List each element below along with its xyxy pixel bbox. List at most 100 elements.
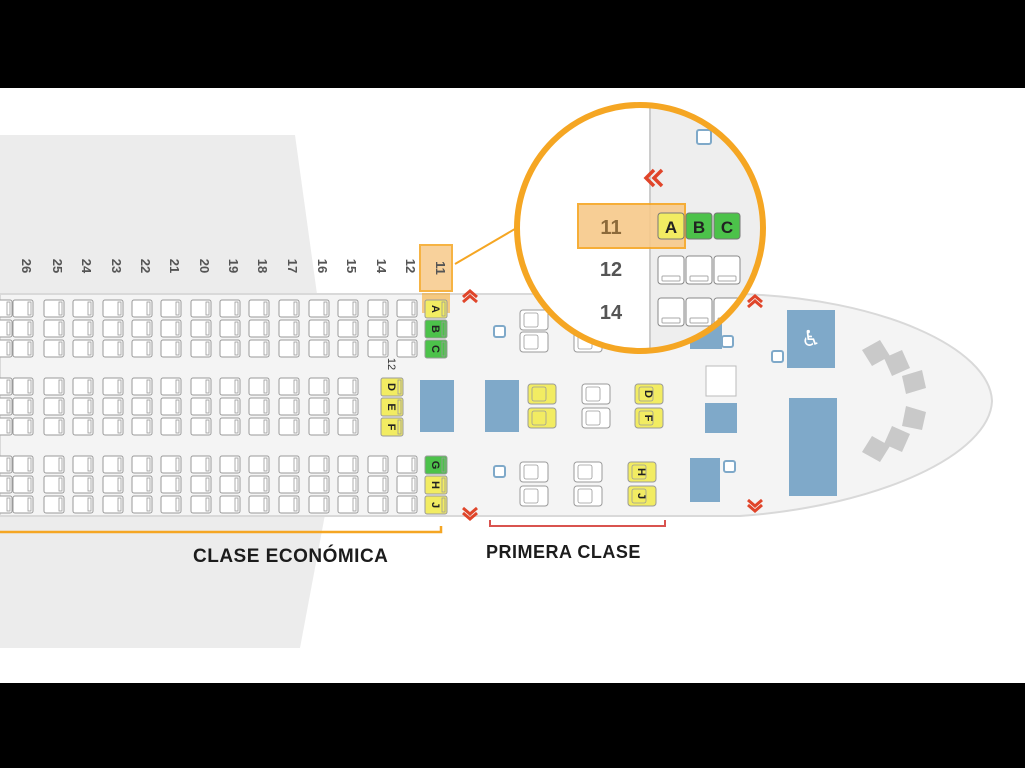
seat-econ-11-0-2[interactable] xyxy=(308,339,330,358)
first-seat-middle-0[interactable] xyxy=(527,383,557,405)
seat-econ-2-0-2[interactable] xyxy=(43,339,65,358)
seat-econ-5-2-1[interactable] xyxy=(131,475,153,494)
seat-econ-10-1-1[interactable] xyxy=(278,397,300,416)
zoom-seat-A[interactable]: A xyxy=(657,212,685,240)
first-seat-lower-2[interactable] xyxy=(573,461,603,483)
seat-econ-11-1-0[interactable] xyxy=(308,377,330,396)
seat-econ-6-0-1[interactable] xyxy=(160,319,182,338)
seat-econ-3-2-1[interactable] xyxy=(72,475,94,494)
seat-econ-13-0-0[interactable] xyxy=(367,299,389,318)
seat-econ-1-2-0[interactable] xyxy=(12,455,34,474)
seat-econ-13-2-2[interactable] xyxy=(367,495,389,514)
seat-econ-8-0-0[interactable] xyxy=(219,299,241,318)
seat-econ-5-1-0[interactable] xyxy=(131,377,153,396)
seat-econ-12-0-0[interactable] xyxy=(337,299,359,318)
seat-row12-3[interactable] xyxy=(396,455,418,474)
seat-econ-2-1-2[interactable] xyxy=(43,417,65,436)
seat-econ-4-1-2[interactable] xyxy=(102,417,124,436)
seat-econ-11-1-2[interactable] xyxy=(308,417,330,436)
seat-econ-12-2-2[interactable] xyxy=(337,495,359,514)
seat-econ-6-2-2[interactable] xyxy=(160,495,182,514)
zoom-empty-seat-0-2[interactable] xyxy=(713,255,741,285)
seat-econ-8-1-1[interactable] xyxy=(219,397,241,416)
zoom-seat-C[interactable]: C xyxy=(713,212,741,240)
seat-econ-0-0-1[interactable] xyxy=(0,319,13,338)
zoom-empty-seat-1-1[interactable] xyxy=(685,297,713,327)
seat-econ-12-1-1[interactable] xyxy=(337,397,359,416)
seat-econ-2-0-1[interactable] xyxy=(43,319,65,338)
seat-econ-2-2-2[interactable] xyxy=(43,495,65,514)
seat-econ-9-2-2[interactable] xyxy=(248,495,270,514)
seat-econ-6-1-1[interactable] xyxy=(160,397,182,416)
seat-econ-8-1-0[interactable] xyxy=(219,377,241,396)
seat-econ-9-1-2[interactable] xyxy=(248,417,270,436)
seat-econ-9-1-0[interactable] xyxy=(248,377,270,396)
seat-econ-9-0-0[interactable] xyxy=(248,299,270,318)
zoom-empty-seat-0-1[interactable] xyxy=(685,255,713,285)
seat-econ-3-1-1[interactable] xyxy=(72,397,94,416)
seat-econ-1-2-1[interactable] xyxy=(12,475,34,494)
seat-econ-7-1-1[interactable] xyxy=(190,397,212,416)
seat-row12-2[interactable] xyxy=(396,339,418,358)
seat-econ-5-2-2[interactable] xyxy=(131,495,153,514)
seat-econ-4-2-2[interactable] xyxy=(102,495,124,514)
first-seat-middle-2[interactable] xyxy=(581,383,611,405)
seat-row12-1[interactable] xyxy=(396,319,418,338)
seat-econ-4-1-0[interactable] xyxy=(102,377,124,396)
first-seat-lower-1[interactable] xyxy=(519,485,549,507)
seat-econ-7-1-2[interactable] xyxy=(190,417,212,436)
seat-econ-10-1-0[interactable] xyxy=(278,377,300,396)
seat-econ-4-0-0[interactable] xyxy=(102,299,124,318)
seat-econ-12-2-0[interactable] xyxy=(337,455,359,474)
seat-econ-9-0-1[interactable] xyxy=(248,319,270,338)
seat-econ-0-0-0[interactable] xyxy=(0,299,13,318)
seat-G[interactable] xyxy=(424,455,448,475)
seat-econ-7-2-2[interactable] xyxy=(190,495,212,514)
seat-econ-8-2-1[interactable] xyxy=(219,475,241,494)
seat-row12-0[interactable] xyxy=(396,299,418,318)
seat-A[interactable] xyxy=(424,299,448,319)
first-seat-middle-3[interactable] xyxy=(581,407,611,429)
seat-econ-6-0-2[interactable] xyxy=(160,339,182,358)
seat-econ-7-1-0[interactable] xyxy=(190,377,212,396)
first-seat-lower-0[interactable] xyxy=(519,461,549,483)
seat-econ-2-2-1[interactable] xyxy=(43,475,65,494)
zoom-seat-B[interactable]: B xyxy=(685,212,713,240)
seat-D[interactable] xyxy=(380,377,404,397)
first-seat-upper-0[interactable] xyxy=(519,309,549,331)
seat-econ-10-0-1[interactable] xyxy=(278,319,300,338)
seat-C[interactable] xyxy=(424,339,448,359)
seat-E[interactable] xyxy=(380,397,404,417)
seat-econ-3-2-2[interactable] xyxy=(72,495,94,514)
seat-econ-4-2-1[interactable] xyxy=(102,475,124,494)
seat-econ-4-1-1[interactable] xyxy=(102,397,124,416)
seat-econ-0-2-0[interactable] xyxy=(0,455,13,474)
seat-econ-6-2-0[interactable] xyxy=(160,455,182,474)
seat-econ-0-1-2[interactable] xyxy=(0,417,13,436)
seat-econ-3-0-2[interactable] xyxy=(72,339,94,358)
zoom-empty-seat-0-0[interactable] xyxy=(657,255,685,285)
seat-econ-9-2-0[interactable] xyxy=(248,455,270,474)
seat-econ-12-1-0[interactable] xyxy=(337,377,359,396)
seat-econ-5-1-1[interactable] xyxy=(131,397,153,416)
seat-J[interactable] xyxy=(424,495,448,515)
zoom-empty-seat-1-0[interactable] xyxy=(657,297,685,327)
seat-econ-5-0-0[interactable] xyxy=(131,299,153,318)
first-seat-upper-1[interactable] xyxy=(519,331,549,353)
seat-econ-13-2-1[interactable] xyxy=(367,475,389,494)
seat-econ-5-1-2[interactable] xyxy=(131,417,153,436)
seat-econ-11-0-0[interactable] xyxy=(308,299,330,318)
seat-econ-1-1-2[interactable] xyxy=(12,417,34,436)
seat-econ-10-2-2[interactable] xyxy=(278,495,300,514)
seat-econ-11-1-1[interactable] xyxy=(308,397,330,416)
seat-econ-3-1-0[interactable] xyxy=(72,377,94,396)
seat-econ-0-2-2[interactable] xyxy=(0,495,13,514)
seat-econ-4-0-1[interactable] xyxy=(102,319,124,338)
seat-econ-0-2-1[interactable] xyxy=(0,475,13,494)
seat-row12-5[interactable] xyxy=(396,495,418,514)
seat-econ-4-0-2[interactable] xyxy=(102,339,124,358)
seat-econ-6-0-0[interactable] xyxy=(160,299,182,318)
seat-econ-0-1-1[interactable] xyxy=(0,397,13,416)
seat-B[interactable] xyxy=(424,319,448,339)
seat-econ-10-0-0[interactable] xyxy=(278,299,300,318)
